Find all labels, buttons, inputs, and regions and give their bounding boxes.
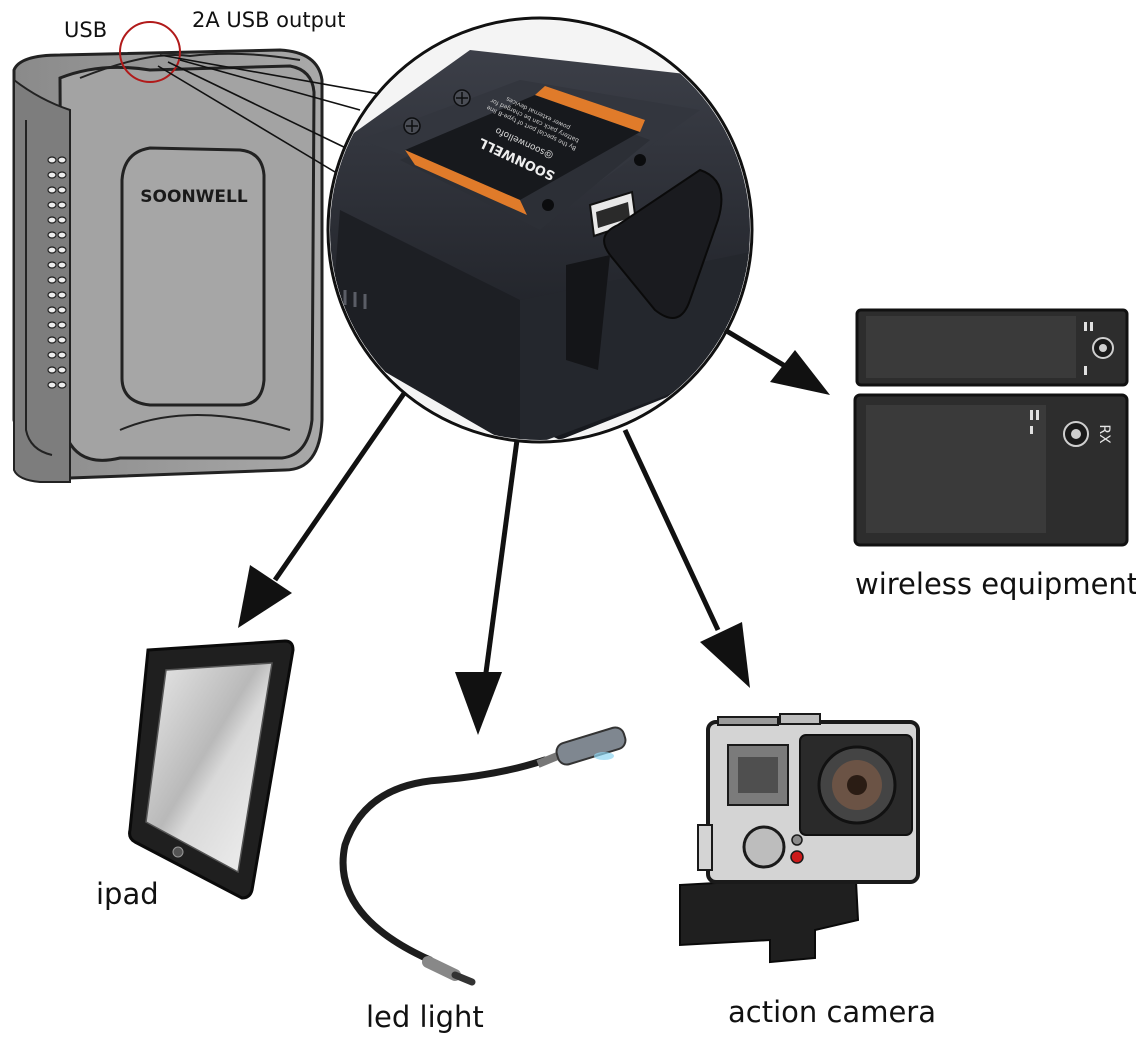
vent-holes [47, 156, 67, 389]
usb-callout-circle [119, 21, 181, 83]
arrow-camera-head [700, 622, 750, 688]
wireless-equipment-label: wireless equipment [855, 567, 1136, 601]
action-camera-device [679, 713, 920, 964]
wireless-equipment: RX [853, 308, 1129, 547]
home-button-icon [172, 846, 184, 858]
usb-output-label: 2A USB output [192, 8, 346, 32]
front-panel [120, 146, 266, 407]
ipad-screen [145, 662, 273, 874]
arrow-camera-shaft [622, 428, 721, 632]
led-plug [422, 956, 461, 981]
ipad-device [128, 639, 295, 900]
arrow-ipad-shaft [272, 390, 408, 582]
rx-mark: RX [1096, 424, 1112, 444]
arrows [238, 327, 830, 735]
ipad-label: ipad [96, 877, 159, 911]
zoom-detail: SOONWELL @soonwellofo By the special por… [326, 16, 754, 444]
battery-brand: SOONWELL [140, 187, 248, 207]
shutter-button-icon [742, 825, 786, 869]
usb-label: USB [64, 18, 108, 42]
record-indicator-icon [790, 850, 804, 864]
zoom-connector-lines [157, 54, 386, 176]
arrow-led-head [455, 672, 502, 735]
action-camera-label: action camera [728, 995, 936, 1029]
arrow-ipad-head [238, 565, 292, 628]
arrow-wireless-head [770, 350, 830, 395]
led-light-device [339, 726, 627, 986]
usb-cover-flap [603, 168, 723, 319]
arrow-led-shaft [482, 439, 520, 681]
battery: SOONWELL [12, 48, 324, 483]
led-light-label: led light [366, 1000, 484, 1034]
led-head [555, 726, 627, 766]
